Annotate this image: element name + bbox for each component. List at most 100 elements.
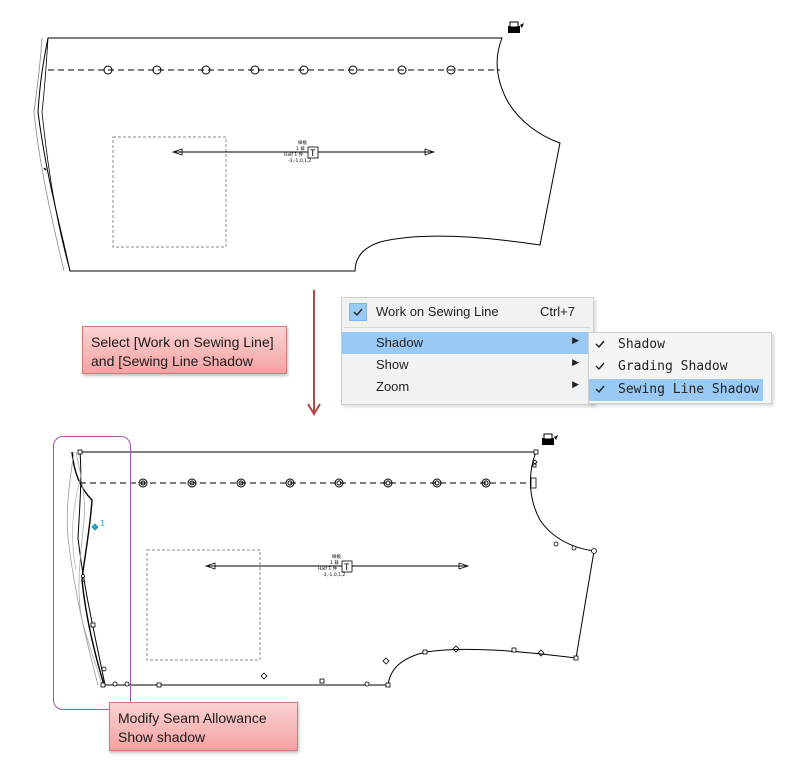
menu-item-show[interactable]: Show ▶ xyxy=(342,354,593,376)
notch-marks xyxy=(260,459,545,680)
shadow-submenu: Shadow Grading Shadow Sewing Line Shadow xyxy=(588,332,772,404)
buttonhole-marker xyxy=(334,478,344,488)
control-point xyxy=(385,682,391,688)
control-point xyxy=(124,681,130,687)
piece-label-box-letter: T xyxy=(344,563,350,573)
menu-item-work-on-sewing-line[interactable]: Work on Sewing Line Ctrl+7 xyxy=(342,301,593,323)
menu-item-shortcut: Ctrl+7 xyxy=(539,304,575,319)
shadow-line xyxy=(72,479,81,571)
pattern-piece-bottom[interactable]: T 样板 1 裁 Half 1 件 -3,-1,0,1,2 1 1 xyxy=(0,420,788,710)
callout-text-line2: and [Sewing Line Shadow xyxy=(91,353,253,369)
control-point xyxy=(101,666,107,672)
pattern-piece-top[interactable]: T 样板 1 裁 Half 1 件 -3,-1,0,1,2 xyxy=(0,0,788,290)
shadow-line xyxy=(33,37,65,272)
control-points xyxy=(77,449,597,688)
callout-text-line2: Show shadow xyxy=(118,729,206,745)
buttonhole-marker xyxy=(187,478,197,488)
control-point xyxy=(553,541,559,547)
control-point xyxy=(422,649,428,655)
submenu-item-label: Shadow xyxy=(618,337,665,352)
buttonhole-marker xyxy=(432,478,442,488)
sewing-line-left xyxy=(41,37,71,272)
shadow-line xyxy=(75,451,103,686)
buttonhole-marker xyxy=(152,65,162,75)
buttonhole-marker xyxy=(348,65,358,75)
menu-separator xyxy=(344,327,591,328)
check-icon xyxy=(349,303,367,321)
submenu-arrow-icon: ▶ xyxy=(572,357,579,367)
menu-item-label: Work on Sewing Line xyxy=(376,304,499,319)
menu-item-shadow[interactable]: Shadow ▶ xyxy=(342,332,593,354)
piece-label-box xyxy=(307,146,319,159)
menu-item-label: Show xyxy=(376,357,409,372)
submenu-item-shadow[interactable]: Shadow xyxy=(589,334,771,356)
seam-allowance-highlight-frame xyxy=(53,436,131,710)
buttonhole-marker xyxy=(383,478,393,488)
notch-mark xyxy=(537,649,545,657)
notch-mark xyxy=(260,672,268,680)
point-number-label: 1 xyxy=(100,519,105,528)
submenu-arrow-icon: ▶ xyxy=(572,335,579,345)
buttonhole-marker xyxy=(285,478,295,488)
piece-label-line3: Half 1 件 xyxy=(284,151,304,158)
control-point xyxy=(571,545,577,551)
buttonhole-marker xyxy=(446,65,456,75)
submenu-item-grading-shadow[interactable]: Grading Shadow xyxy=(589,356,771,378)
control-point xyxy=(591,548,597,554)
control-point xyxy=(573,655,579,661)
piece-label-line3: Half 1 件 xyxy=(318,565,338,572)
buttonhole-marker xyxy=(236,478,246,488)
menu-item-label: Zoom xyxy=(376,379,410,394)
buttonhole-marker xyxy=(138,478,148,488)
control-point xyxy=(100,682,106,688)
submenu-item-label: Grading Shadow xyxy=(618,359,728,374)
selected-point[interactable] xyxy=(91,523,99,531)
control-point xyxy=(81,574,85,578)
control-point xyxy=(156,682,162,688)
control-point xyxy=(364,681,370,687)
instruction-callout-top: Select [Work on Sewing Line] and [Sewing… xyxy=(82,326,287,374)
piece-label-box xyxy=(341,560,353,573)
shadow-line xyxy=(66,451,99,686)
notch-mark xyxy=(532,459,538,465)
seam-allowance-outline xyxy=(37,37,561,272)
control-point xyxy=(532,463,537,468)
menu-item-zoom[interactable]: Zoom ▶ xyxy=(342,376,593,398)
control-point xyxy=(90,622,96,628)
buttonhole-marker xyxy=(481,478,491,488)
small-notch-label: 1 xyxy=(82,577,86,584)
submenu-item-sewing-line-shadow[interactable]: Sewing Line Shadow xyxy=(589,379,763,401)
check-icon xyxy=(592,381,610,399)
piece-label-line2: 1 裁 xyxy=(330,559,339,566)
sewing-line-left xyxy=(71,451,105,686)
printer-icon xyxy=(542,433,558,445)
printer-icon xyxy=(508,21,524,33)
callout-text-line1: Modify Seam Allowance xyxy=(118,710,267,726)
piece-label-box-letter: T xyxy=(310,149,316,159)
piece-label-line1: 样板 xyxy=(332,553,341,560)
pocket-placement xyxy=(146,549,261,661)
buttonhole-marker xyxy=(250,65,260,75)
submenu-item-label: Sewing Line Shadow xyxy=(618,382,759,397)
buttonhole-marker xyxy=(201,65,211,75)
piece-label-line1: 样板 xyxy=(298,139,307,146)
down-arrow-icon xyxy=(307,290,321,416)
control-point xyxy=(511,647,517,653)
control-point xyxy=(112,681,118,687)
grainline-arrow-right xyxy=(424,148,436,156)
buttonhole-marker xyxy=(103,65,113,75)
buttonhole-markers xyxy=(103,65,456,75)
submenu-arrow-icon: ▶ xyxy=(572,379,579,389)
buttonhole-markers xyxy=(138,478,491,488)
callout-text-line1: Select [Work on Sewing Line] xyxy=(91,334,274,350)
notch-mark xyxy=(382,657,390,665)
pocket-placement xyxy=(112,136,227,248)
piece-label-line2: 1 裁 xyxy=(296,145,305,152)
menu-item-label: Shadow xyxy=(376,335,423,350)
check-icon xyxy=(592,336,610,354)
control-point xyxy=(530,477,537,489)
grainline-arrow-left xyxy=(171,148,183,156)
notch-mark xyxy=(452,645,460,653)
control-point xyxy=(319,678,325,684)
notch-mark xyxy=(43,167,47,171)
